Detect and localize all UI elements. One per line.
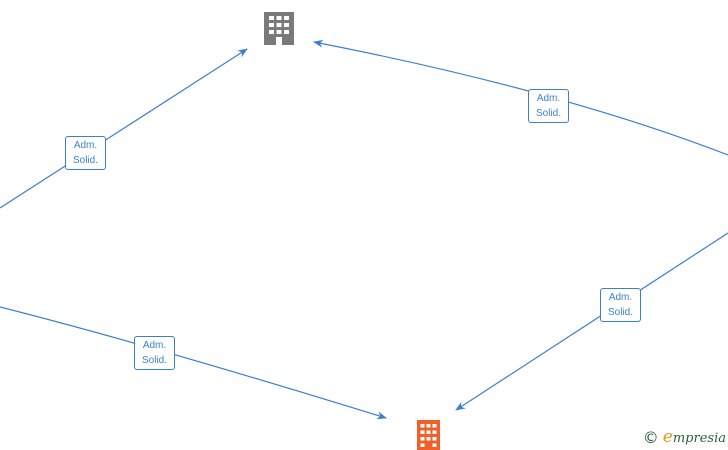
edge-label-line2: Solid. bbox=[72, 155, 98, 166]
edge-label-line1: Adm. bbox=[536, 93, 561, 104]
building-icon[interactable] bbox=[264, 0, 294, 45]
edge-label-line2: Solid. bbox=[607, 307, 633, 318]
edge-left-upper-to-top bbox=[0, 48, 248, 209]
brand-rest: mpresia bbox=[672, 431, 726, 446]
edge-left-lower-to-bottom bbox=[0, 306, 387, 420]
edge-label[interactable]: Adm. Solid. bbox=[600, 288, 641, 322]
watermark: © empresia bbox=[643, 427, 726, 447]
copyright-icon: © bbox=[642, 427, 659, 447]
edge-right-lower-to-bottom bbox=[455, 232, 728, 411]
brand-initial: e bbox=[662, 427, 673, 447]
edge-label-line2: Solid. bbox=[535, 108, 561, 119]
edge-label[interactable]: Adm. Solid. bbox=[134, 336, 175, 370]
building-icon[interactable] bbox=[417, 420, 440, 450]
edge-label-line2: Solid. bbox=[141, 355, 167, 366]
edge-label[interactable]: Adm. Solid. bbox=[528, 89, 569, 123]
edge-right-upper-to-top bbox=[313, 39, 728, 156]
brand-logo: empresia bbox=[663, 427, 726, 447]
edge-label-line1: Adm. bbox=[608, 292, 633, 303]
edge-label[interactable]: Adm. Solid. bbox=[65, 136, 106, 170]
edge-label-line1: Adm. bbox=[73, 140, 98, 151]
edge-label-line1: Adm. bbox=[142, 340, 167, 351]
